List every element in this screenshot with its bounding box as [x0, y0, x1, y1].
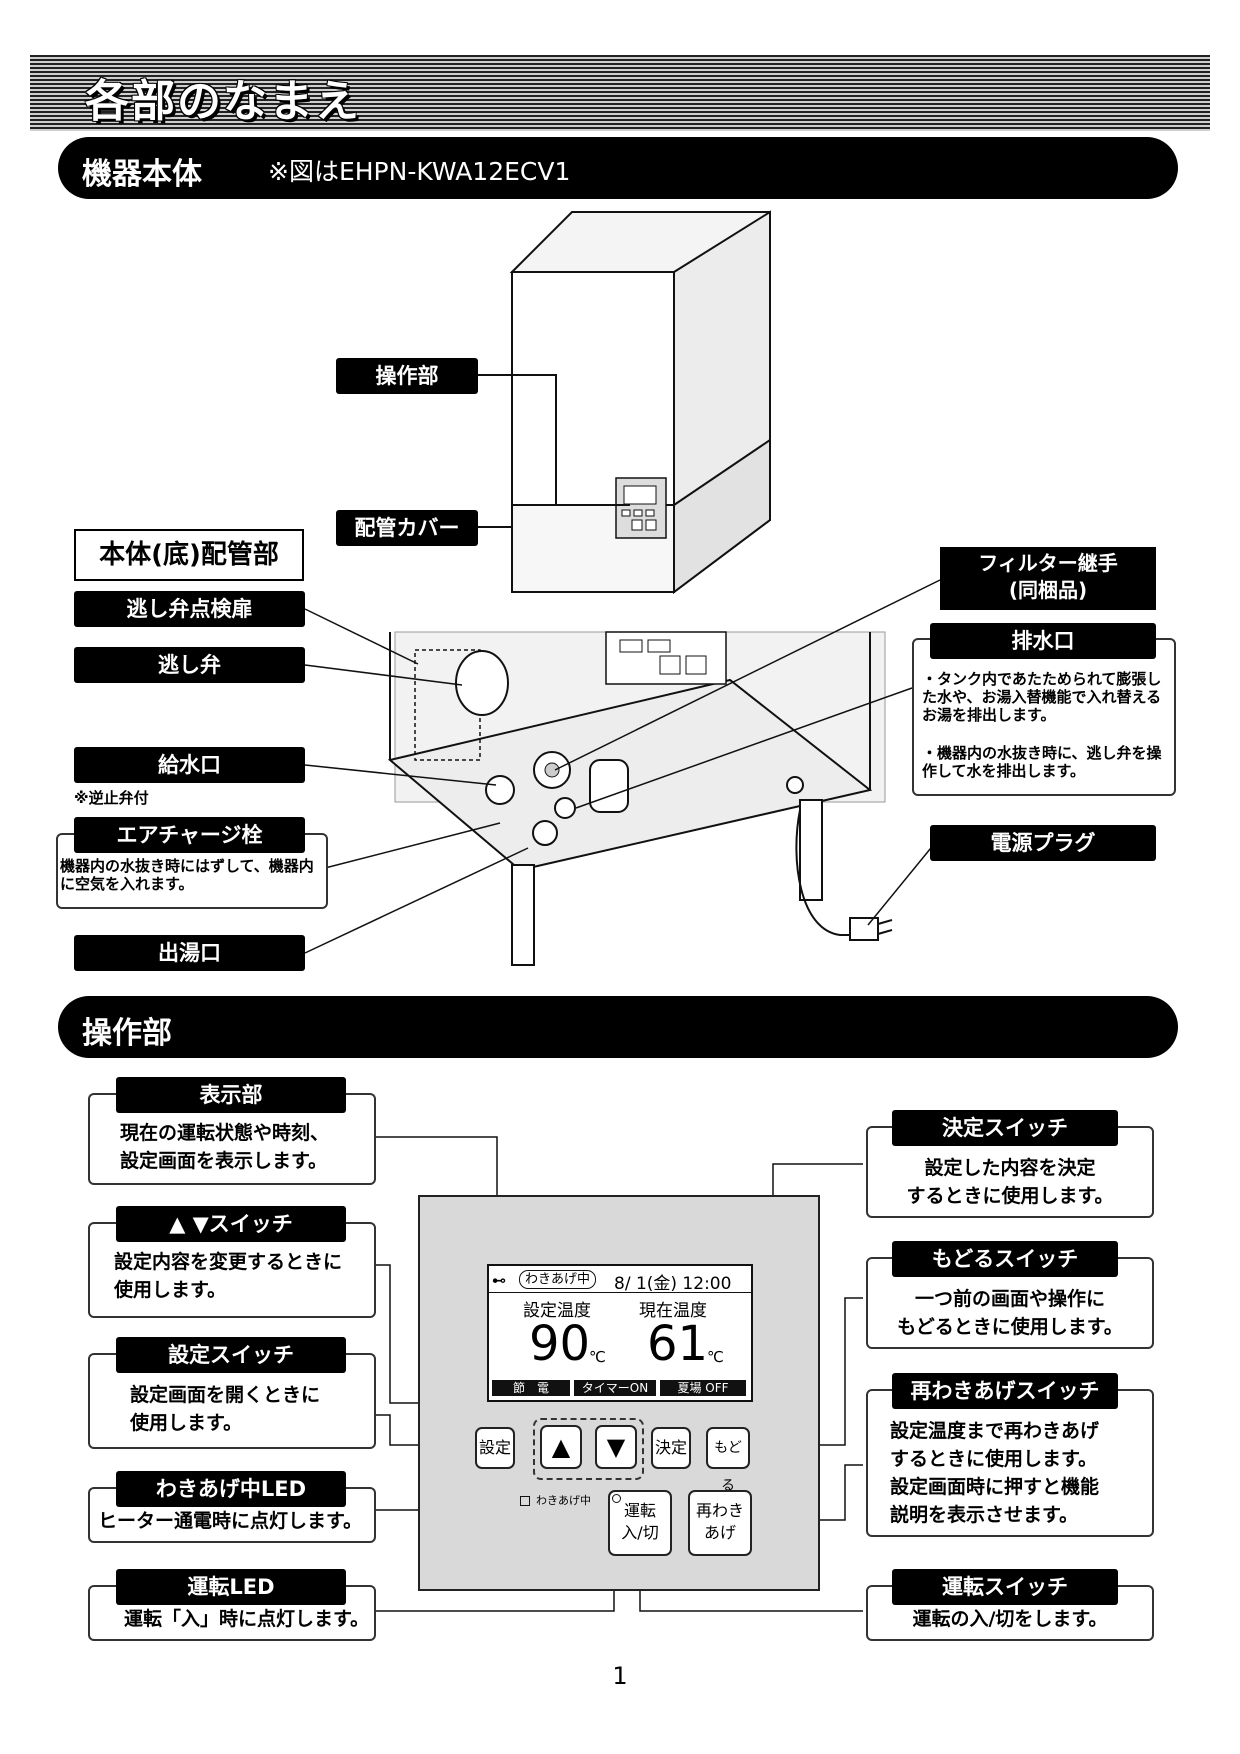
label-heating-led: わきあげ中LED — [116, 1471, 346, 1507]
label-drain: 排水口 — [930, 623, 1156, 659]
lcd-set-temp: 90 — [529, 1316, 591, 1372]
callout-run-led-desc: 運転「入」時に点灯します。 — [124, 1608, 370, 1630]
reheat-button-line1: 再わき — [695, 1501, 744, 1520]
run-led — [612, 1494, 621, 1503]
label-display: 表示部 — [116, 1077, 346, 1113]
callout-back-desc: 一つ前の画面や操作に もどるときに使用します。 — [897, 1288, 1123, 1338]
title-band — [30, 55, 1210, 131]
label-run: 運転スイッチ — [892, 1569, 1118, 1605]
lcd-cur-unit: ℃ — [707, 1348, 724, 1366]
section-title-panel: 操作部 — [82, 1016, 172, 1051]
section-bar-panel: 操作部 — [58, 996, 1178, 1058]
lcd-display: ⊷ わきあげ中 8/ 1(金) 12:00 設定温度 現在温度 90 ℃ 61 … — [487, 1264, 753, 1402]
reheat-button-line2: あげ — [703, 1523, 736, 1542]
label-power-plug: 電源プラグ — [930, 825, 1156, 861]
water-inlet-note: ※逆止弁付 — [74, 789, 149, 807]
callout-decide-desc: 設定した内容を決定 するときに使用します。 — [906, 1157, 1114, 1207]
section-bar-unit: 機器本体 ※図はEHPN-KWA12ECV1 — [58, 137, 1178, 199]
lcd-cur-temp-label: 現在温度 — [639, 1301, 707, 1321]
lcd-set-unit: ℃ — [589, 1348, 606, 1366]
label-reheat: 再わきあげスイッチ — [892, 1373, 1118, 1409]
reheat-button[interactable]: 再わき あげ — [688, 1490, 752, 1556]
callout-updown-desc: 設定内容を変更するときに 使用します。 — [114, 1251, 343, 1301]
up-button[interactable]: ▲ — [540, 1425, 582, 1469]
drain-desc-2: ・機器内の水抜き時に、逃し弁を操作して水を排出します。 — [922, 744, 1162, 780]
drain-box: ・タンク内であたためられて膨張した水や、お湯入替機能で入れ替えるお湯を排出します… — [912, 638, 1176, 796]
label-control-panel: 操作部 — [336, 358, 478, 394]
callout-reheat-desc: 設定温度まで再わきあげ するときに使用します。 設定画面時に押すと機能 説明を表… — [890, 1420, 1100, 1526]
label-relief-valve: 逃し弁 — [74, 647, 305, 683]
callout-run-desc: 運転の入/切をします。 — [912, 1608, 1108, 1630]
section-title-unit: 機器本体 — [82, 157, 202, 192]
label-pipe-cover: 配管カバー — [336, 510, 478, 546]
label-run-led: 運転LED — [116, 1569, 346, 1605]
settings-button[interactable]: 設定 — [475, 1427, 515, 1469]
key-lock-icon: ⊷ — [492, 1273, 506, 1289]
callout-display-desc: 現在の運転状態や時刻、 設定画面を表示します。 — [120, 1122, 330, 1172]
label-updown: ▲ ▼スイッチ — [116, 1206, 346, 1242]
run-button-line2: 入/切 — [621, 1523, 659, 1542]
unit-illustration — [304, 210, 941, 966]
lcd-cur-temp: 61 — [647, 1316, 709, 1372]
label-relief-valve-door: 逃し弁点検扉 — [74, 591, 305, 627]
air-charge-desc: 機器内の水抜き時にはずして、機器内に空気を入れます。 — [60, 857, 314, 893]
page-number: 1 — [612, 1662, 628, 1690]
drain-desc-1: ・タンク内であたためられて膨張した水や、お湯入替機能で入れ替えるお湯を排出します… — [922, 670, 1162, 724]
label-back: もどるスイッチ — [892, 1241, 1118, 1277]
label-filter-joint: フィルター継手 (同梱品) — [940, 547, 1156, 610]
lcd-tab-summer: 夏場 OFF — [660, 1380, 746, 1396]
section-note-model: ※図はEHPN-KWA12ECV1 — [268, 157, 571, 186]
heating-led-label: わきあげ中 — [536, 1494, 591, 1507]
callout-heating-led-desc: ヒーター通電時に点灯します。 — [98, 1510, 363, 1532]
page-title: 各部のなまえ — [85, 76, 361, 127]
down-button[interactable]: ▼ — [595, 1425, 637, 1469]
decide-button[interactable]: 決定 — [651, 1427, 691, 1469]
back-button[interactable]: もどる — [706, 1427, 750, 1494]
lcd-tab-timer: タイマーON — [574, 1380, 656, 1396]
lcd-status: わきあげ中 — [519, 1270, 597, 1289]
heating-led — [520, 1496, 530, 1506]
run-button-line1: 運転 — [623, 1501, 656, 1520]
label-air-charge: エアチャージ栓 — [74, 817, 305, 853]
label-decide: 決定スイッチ — [892, 1110, 1118, 1146]
heading-bottom-piping: 本体(底)配管部 — [74, 529, 304, 581]
lcd-divider — [489, 1292, 751, 1293]
lcd-tab-power-save: 節 電 — [492, 1380, 570, 1396]
lcd-set-temp-label: 設定温度 — [523, 1301, 591, 1321]
lcd-date: 8/ 1(金) 12:00 — [614, 1274, 732, 1294]
label-water-inlet: 給水口 — [74, 747, 305, 783]
label-settings: 設定スイッチ — [116, 1337, 346, 1373]
updown-group — [533, 1418, 644, 1480]
label-hot-outlet: 出湯口 — [74, 935, 305, 971]
callout-reheat: 設定温度まで再わきあげ するときに使用します。 設定画面時に押すと機能 説明を表… — [866, 1389, 1154, 1537]
callout-settings-desc: 設定画面を開くときに 使用します。 — [130, 1384, 321, 1434]
